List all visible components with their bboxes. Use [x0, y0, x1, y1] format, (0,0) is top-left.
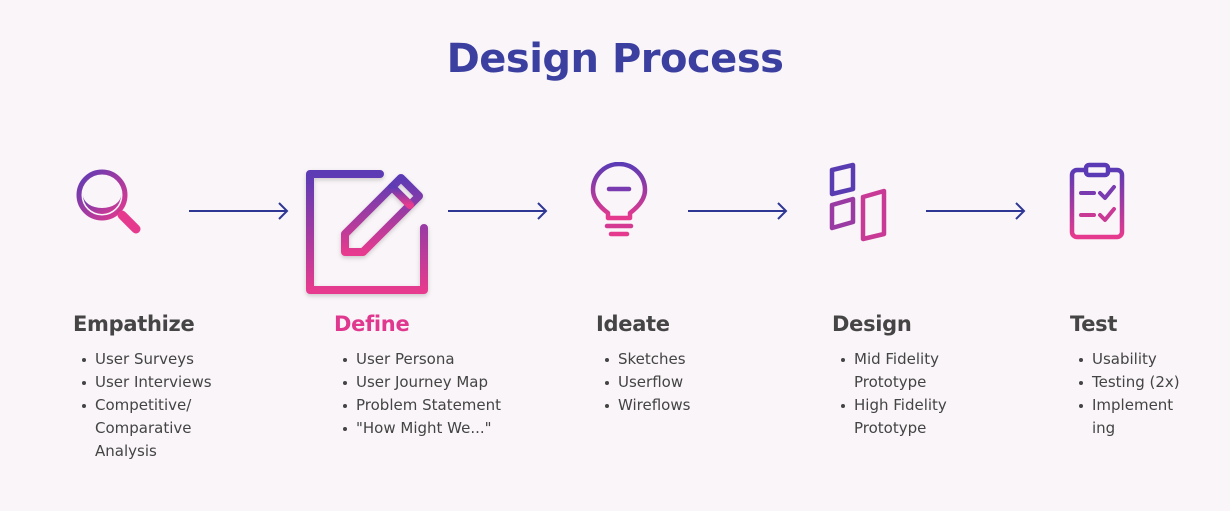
arrow-icon: [688, 202, 788, 220]
page-title: Design Process: [446, 36, 784, 82]
list-item: User Interviews: [73, 371, 273, 394]
list-item: Implement ing: [1070, 394, 1184, 440]
clipboard-icon: [1069, 162, 1125, 240]
list-item: User Journey Map: [334, 371, 534, 394]
stage-empathize: Empathize User Surveys User Interviews C…: [73, 312, 273, 463]
list-item: High Fidelity Prototype: [832, 394, 964, 440]
arrow-icon: [926, 202, 1026, 220]
list-item: "How Might We...": [334, 417, 534, 440]
arrow-icon: [448, 202, 548, 220]
layout-icon: [829, 162, 887, 242]
stage-test: Test Usability Testing (2x) Implement in…: [1070, 312, 1210, 440]
list-item: Usability: [1070, 348, 1210, 371]
list-item: User Persona: [334, 348, 534, 371]
stage-title: Ideate: [596, 312, 670, 336]
list-item: Wireflows: [596, 394, 796, 417]
stage-design: Design Mid Fidelity Prototype High Fidel…: [832, 312, 1032, 440]
stage-title: Design: [832, 312, 912, 336]
stage-ideate: Ideate Sketches Userflow Wireflows: [596, 312, 796, 417]
stage-title: Define: [334, 312, 410, 336]
stage-define: Define User Persona User Journey Map Pro…: [334, 312, 534, 440]
list-item: Sketches: [596, 348, 796, 371]
stage-title: Empathize: [73, 312, 195, 336]
arrow-icon: [189, 202, 289, 220]
list-item: User Surveys: [73, 348, 273, 371]
list-item: Competitive/ Comparative Analysis: [73, 394, 215, 463]
list-item: Mid Fidelity Prototype: [832, 348, 964, 394]
list-item: Testing (2x): [1070, 371, 1210, 394]
stage-title: Test: [1070, 312, 1118, 336]
edit-icon: [306, 170, 428, 294]
list-item: Problem Statement: [334, 394, 534, 417]
magnifier-icon: [76, 169, 141, 234]
list-item: Userflow: [596, 371, 796, 394]
lightbulb-icon: [590, 162, 648, 237]
